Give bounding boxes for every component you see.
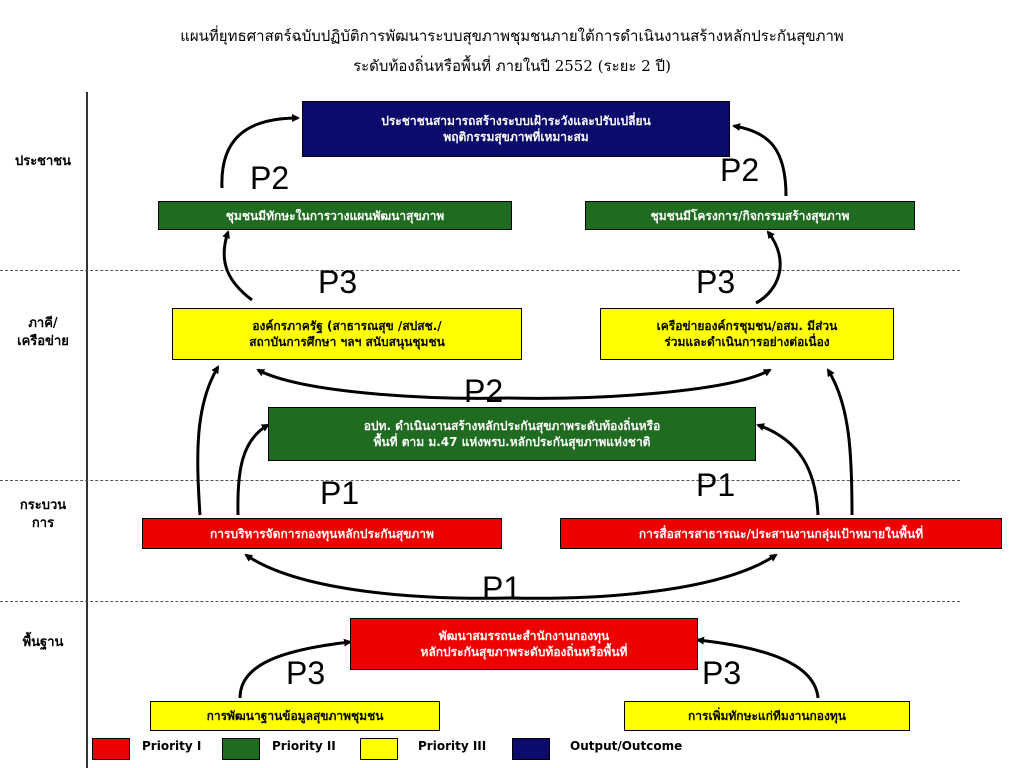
legend-swatch-priority1 [92, 738, 130, 760]
level-label-process-line1: กระบวน [19, 498, 67, 513]
arrow-network-to-projects [755, 230, 782, 305]
priority-label-p3-mid-left: P3 [318, 264, 358, 300]
arrow-comm-to-lao [756, 423, 820, 516]
lao-box: อปท. ดำเนินงานสร้างหลักประกันสุขภาพระดับ… [268, 407, 756, 461]
office-development-line2: หลักประกันสุขภาพระดับท้องถิ่นหรือพื้นที่ [420, 645, 628, 659]
level-label-partners: ภาคี/ เครือข่าย [2, 315, 84, 351]
community-projects-box: ชุมชนมีโครงการ/กิจกรรมสร้างสุขภาพ [585, 201, 915, 230]
level-axis-line [86, 92, 88, 768]
arrow-lao-to-gov [256, 368, 509, 400]
priority-label-p3-bottom-right: P3 [702, 655, 742, 691]
divider-partners-process [0, 480, 960, 481]
priority-label-p2-top-right: P2 [720, 152, 760, 188]
arrow-database-to-office [238, 638, 352, 699]
legend-label-priority2: Priority II [272, 739, 336, 753]
arrow-planning-to-outcome [220, 114, 300, 189]
lao-line1: อปท. ดำเนินงานสร้างหลักประกันสุขภาพระดับ… [363, 419, 661, 433]
legend-label-priority3: Priority III [418, 739, 487, 753]
priority-label-p1-right: P1 [696, 467, 736, 503]
arrow-fund-to-lao [236, 423, 270, 516]
priority-label-p2-center: P2 [464, 373, 504, 409]
fund-management-box: การบริหารจัดการกองทุนหลักประกันสุขภาพ [142, 518, 502, 549]
level-label-partners-line2: เครือข่าย [17, 334, 69, 349]
community-planning-box: ชุมชนมีทักษะในการวางแผนพัฒนาสุขภาพ [158, 201, 512, 230]
legend-swatch-priority2 [222, 738, 260, 760]
outcome-box-line2: พฤติกรรมสุขภาพที่เหมาะสม [443, 130, 589, 144]
level-label-people: ประชาชน [14, 154, 72, 169]
level-label-process-line2: การ [31, 516, 55, 531]
outcome-box-line1: ประชาชนสามารถสร้างระบบเฝ้าระวังและปรับเป… [381, 114, 651, 128]
office-development-line1: พัฒนาสมรรถนะสำนักงานกองทุน [438, 629, 610, 643]
outcome-box: ประชาชนสามารถสร้างระบบเฝ้าระวังและปรับเป… [302, 101, 730, 157]
divider-process-foundation [0, 601, 960, 602]
arrow-comm-to-network [826, 368, 854, 516]
health-database-box: การพัฒนาฐานข้อมูลสุขภาพชุมชน [150, 701, 440, 731]
priority-label-p2-top-left: P2 [250, 160, 290, 196]
gov-orgs-line2: สถาบันการศึกษา ฯลฯ สนับสนุนชุมชน [249, 335, 445, 349]
level-label-process: กระบวน การ [2, 497, 84, 533]
team-skills-box: การเพิ่มทักษะแก่ทีมงานกองทุน [624, 701, 910, 731]
legend-swatch-priority3 [360, 738, 398, 760]
arrow-lao-to-network [507, 368, 772, 400]
legend-label-priority1: Priority I [142, 739, 202, 753]
arrow-office-to-comm [509, 553, 778, 600]
arrow-office-to-fund [244, 553, 511, 600]
priority-label-p3-bottom-left: P3 [286, 655, 326, 691]
legend-swatch-output [512, 738, 550, 760]
gov-orgs-line1: องค์กรภาครัฐ (สาธารณสุข /สปสช./ [252, 319, 442, 333]
arrow-gov-to-planning [222, 230, 253, 302]
level-label-foundation: พื้นฐาน [22, 635, 64, 650]
arrow-projects-to-outcome [732, 123, 788, 197]
community-network-line1: เครือข่ายองค์กรชุมชน/อสม. มีส่วน [656, 319, 838, 333]
map-title-line2: ระดับท้องถิ่นหรือพื้นที่ ภายในปี 2552 (ร… [353, 57, 671, 75]
arrow-skills-to-office [696, 636, 820, 699]
office-development-box: พัฒนาสมรรถนะสำนักงานกองทุน หลักประกันสุข… [350, 618, 698, 670]
priority-label-p3-mid-right: P3 [696, 264, 736, 300]
public-communication-box: การสื่อสารสาธารณะ/ประสานงานกลุ่มเป้าหมาย… [560, 518, 1002, 549]
level-label-partners-line1: ภาคี/ [28, 316, 58, 331]
legend-label-output: Output/Outcome [570, 739, 683, 753]
arrow-fund-to-gov [196, 365, 220, 516]
priority-label-p1-center: P1 [482, 570, 522, 606]
gov-orgs-box: องค์กรภาครัฐ (สาธารณสุข /สปสช./ สถาบันกา… [172, 308, 522, 360]
priority-label-p1-left: P1 [320, 475, 360, 511]
divider-people-partners [0, 270, 960, 271]
lao-line2: พื้นที่ ตาม ม.47 แห่งพรบ.หลักประกันสุขภา… [373, 435, 651, 449]
community-network-line2: ร่วมและดำเนินการอย่างต่อเนื่อง [664, 335, 830, 349]
community-network-box: เครือข่ายองค์กรชุมชน/อสม. มีส่วน ร่วมและ… [600, 308, 894, 360]
map-title-line1: แผนที่ยุทธศาสตร์ฉบับปฏิบัติการพัฒนาระบบส… [180, 27, 844, 45]
